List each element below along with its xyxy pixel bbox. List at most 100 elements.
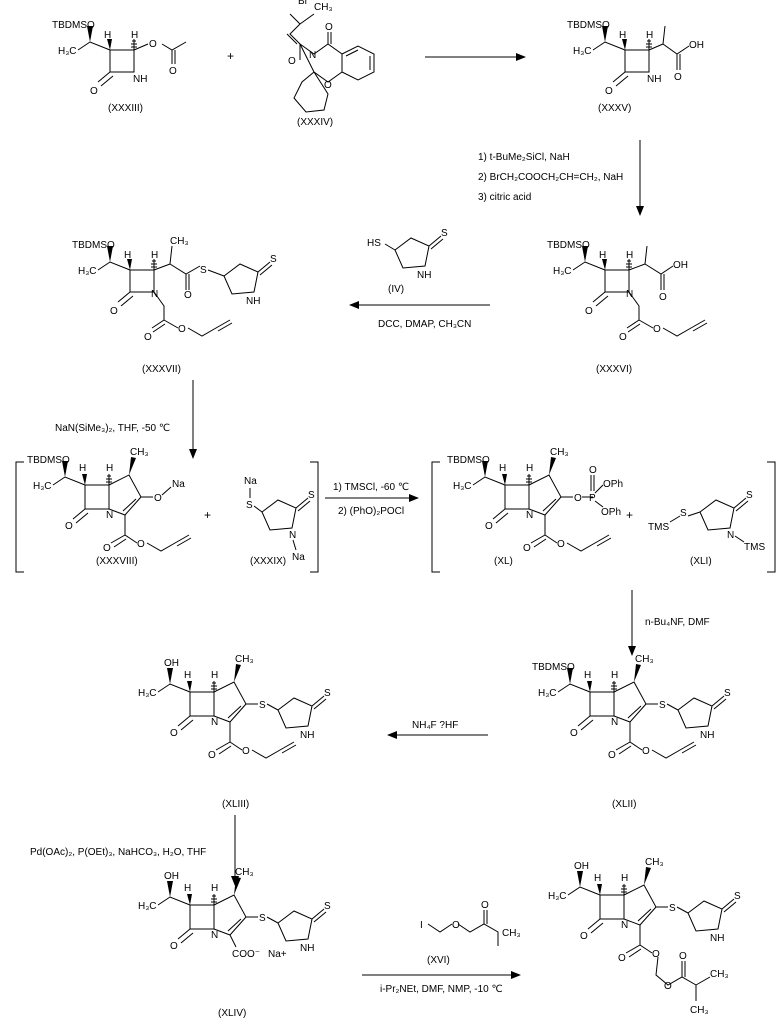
reagent-step-4b: 2) (PhO)₂POCl [338, 506, 404, 517]
svg-text:TBDMSO: TBDMSO [567, 20, 610, 31]
svg-text:Na: Na [292, 552, 305, 563]
svg-text:S: S [270, 254, 277, 265]
svg-text:H₃C: H₃C [33, 481, 52, 492]
svg-text:H: H [499, 463, 506, 474]
svg-text:O: O [652, 949, 660, 960]
svg-text:Br: Br [298, 0, 309, 7]
svg-text:H: H [79, 463, 86, 474]
svg-text:CH₃: CH₃ [635, 654, 654, 665]
svg-text:S: S [734, 891, 741, 902]
compound-xl: TBDMSO H₃C H H CH₃ O P O OPh OPh N O O O [447, 447, 623, 554]
plus-sign: + [626, 508, 633, 522]
svg-text:O: O [608, 750, 616, 761]
svg-text:S: S [746, 490, 753, 501]
svg-text:HS: HS [367, 238, 381, 249]
svg-text:TBDMSO: TBDMSO [547, 240, 590, 251]
reagent-step-3: NaN(SiMe₃)₂, THF, -50 ℃ [55, 423, 170, 434]
label-xxxvii: (XXXVII) [142, 364, 181, 375]
svg-text:Na: Na [172, 479, 185, 490]
svg-text:Na+: Na+ [268, 949, 287, 960]
svg-text:S: S [680, 508, 687, 519]
svg-text:N: N [211, 717, 218, 728]
svg-text:H: H [599, 250, 606, 261]
compound-xlii: TBDMSO H₃C H H CH₃ S S NH N O O O [532, 654, 731, 761]
compound-iv: HS S NH [367, 228, 448, 281]
svg-text:O: O [580, 931, 588, 942]
label-xvi: (XVI) [427, 955, 450, 966]
svg-text:H: H [124, 250, 131, 261]
svg-text:P: P [589, 493, 596, 504]
svg-text:H₃C: H₃C [538, 688, 557, 699]
svg-text:S: S [724, 688, 731, 699]
compound-xxxiv: Br CH₃ O O N O [286, 0, 375, 113]
svg-text:O: O [242, 746, 250, 757]
label-xxxvi: (XXXVI) [596, 364, 632, 375]
svg-text:N: N [309, 50, 316, 61]
svg-text:NH: NH [300, 943, 314, 954]
compound-xxxvii: TBDMSO H₃C H H CH₃ S S NH N O O O O [72, 236, 277, 343]
svg-text:CH₃: CH₃ [502, 928, 521, 939]
label-xli: (XLI) [690, 556, 712, 567]
compound-xxxiii: TBDMSO H₃C H H O NH O O [52, 20, 187, 97]
reagent-step-5: n-Bu₄NF, DMF [645, 617, 710, 628]
svg-text:NH: NH [647, 74, 661, 85]
svg-text:CH₃: CH₃ [170, 236, 189, 247]
svg-text:H: H [621, 873, 628, 884]
svg-text:TMS: TMS [744, 542, 765, 553]
svg-text:CH₃: CH₃ [130, 447, 149, 458]
label-xl: (XL) [494, 556, 513, 567]
svg-text:O: O [325, 22, 333, 33]
svg-text:H: H [594, 873, 601, 884]
svg-text:O: O [653, 324, 661, 335]
reagent-step-7: Pd(OAc)₂, P(OEt)₃, NaHCO₃, H₂O, THF [30, 847, 206, 858]
svg-text:N: N [289, 530, 296, 541]
svg-text:TBDMSO: TBDMSO [27, 455, 70, 466]
plus-sign: + [204, 508, 211, 522]
svg-text:O: O [169, 66, 177, 77]
label-xlii: (XLII) [612, 799, 636, 810]
svg-text:O: O [679, 951, 687, 962]
svg-text:NH: NH [133, 74, 147, 85]
svg-text:O: O [605, 86, 613, 97]
svg-text:N: N [211, 930, 218, 941]
svg-text:CH₃: CH₃ [235, 867, 254, 878]
svg-text:O: O [178, 324, 186, 335]
svg-text:O: O [65, 521, 73, 532]
svg-text:H: H [131, 30, 138, 41]
reagent-step-1c: 3) citric acid [478, 192, 531, 203]
svg-text:O: O [589, 465, 597, 476]
reagent-step-8: i-Pr₂NEt, DMF, NMP, -10 ℃ [380, 984, 503, 995]
svg-text:OPh: OPh [601, 507, 621, 518]
svg-text:O: O [570, 728, 578, 739]
label-xxxv: (XXXV) [598, 103, 631, 114]
svg-text:OH: OH [574, 861, 589, 872]
svg-text:O: O [452, 920, 460, 931]
svg-text:H: H [626, 250, 633, 261]
svg-text:H₃C: H₃C [573, 46, 592, 57]
svg-text:NH: NH [246, 296, 260, 307]
svg-text:O: O [154, 493, 162, 504]
label-xliii: (XLIII) [222, 799, 249, 810]
label-iv: (IV) [388, 284, 404, 295]
svg-text:O: O [574, 493, 582, 504]
svg-text:CH₃: CH₃ [314, 2, 333, 13]
label-xxxiii: (XXXIII) [108, 103, 143, 114]
compound-xli: S TMS S N TMS [648, 490, 765, 553]
reagent-step-2: DCC, DMAP, CH₃CN [378, 319, 471, 330]
bracket-right-2 [767, 461, 776, 573]
svg-text:O: O [170, 728, 178, 739]
bracket-left-1 [15, 461, 24, 573]
svg-text:I: I [420, 920, 423, 931]
svg-text:N: N [727, 530, 734, 541]
svg-text:OH: OH [673, 260, 688, 271]
reagent-step-1b: 2) BrCH₂COOCH₂CH=CH₂, NaH [478, 172, 623, 183]
svg-text:H₃C: H₃C [58, 46, 77, 57]
label-xliv: (XLIV) [218, 1008, 246, 1019]
svg-text:O: O [664, 981, 672, 992]
svg-text:H₃C: H₃C [78, 266, 97, 277]
svg-text:TBDMSO: TBDMSO [72, 240, 115, 251]
svg-text:O: O [659, 292, 667, 303]
reagent-step-4a: 1) TMSCl, -60 ℃ [333, 482, 409, 493]
compound-xxxix: S Na S N Na [244, 476, 315, 563]
